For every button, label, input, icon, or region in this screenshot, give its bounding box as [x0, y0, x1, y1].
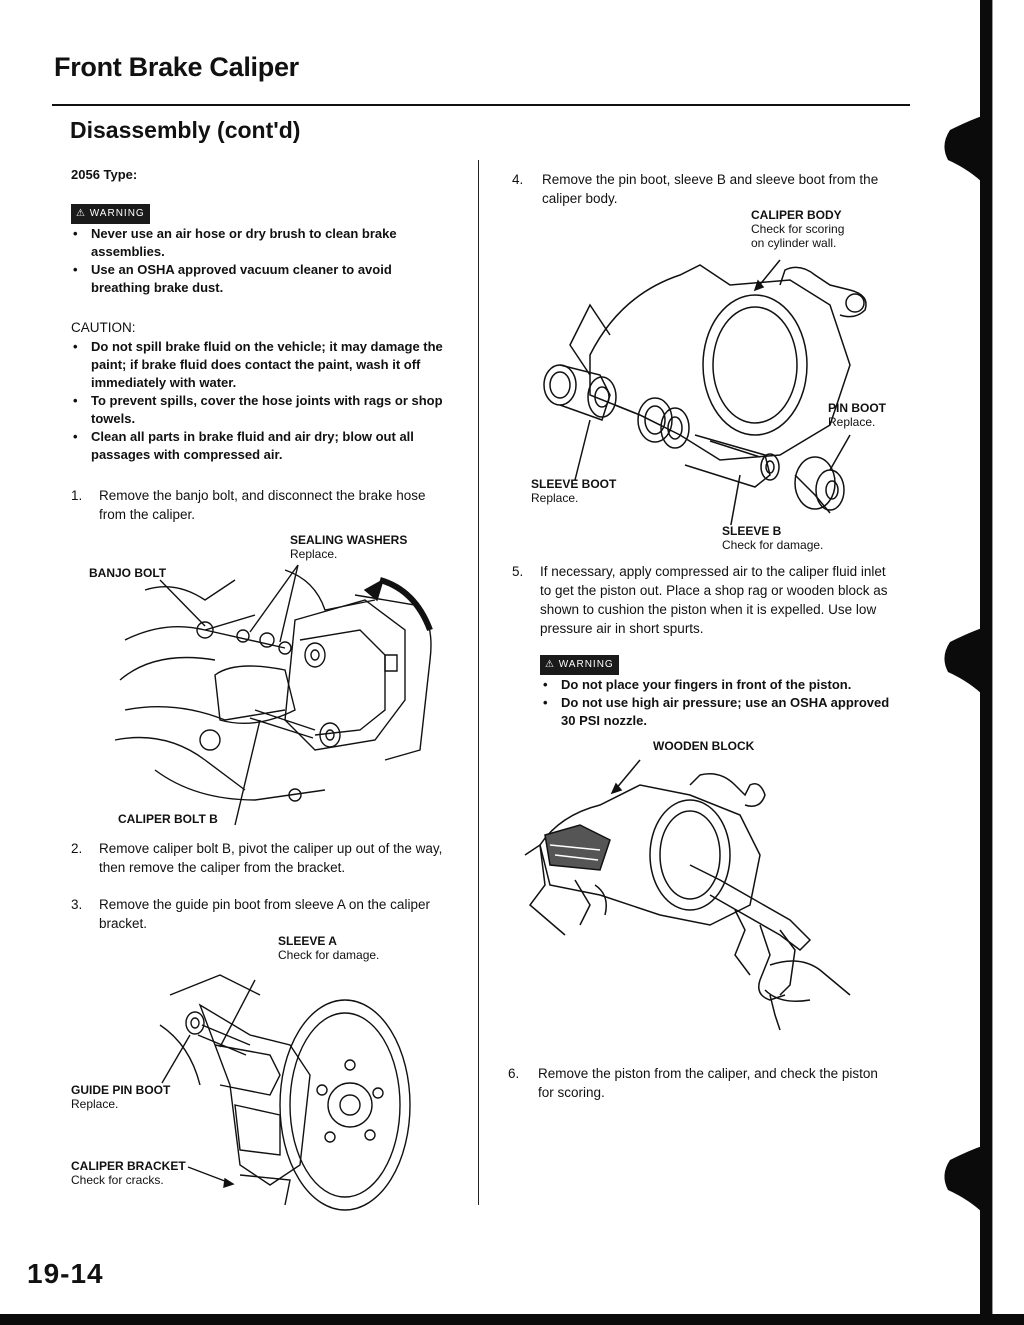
label-caliper-body: CALIPER BODY Check for scoring on cylind…: [751, 208, 845, 250]
step-text: Remove caliper bolt B, pivot the caliper…: [99, 841, 443, 875]
label-banjo-bolt: BANJO BOLT: [89, 566, 167, 580]
step-text: Remove the piston from the caliper, and …: [538, 1066, 878, 1100]
label-sleeve-b: SLEEVE B Check for damage.: [722, 524, 824, 552]
section-subtitle: Disassembly (cont'd): [70, 117, 301, 143]
caution-label: CAUTION:: [71, 320, 136, 335]
step-1: 1. Remove the banjo bolt, and disconnect…: [71, 486, 453, 524]
step-text: Remove the banjo bolt, and disconnect th…: [99, 488, 426, 522]
guide-pin-boot-diagram: [140, 965, 420, 1215]
warning-badge: ⚠ WARNING: [71, 204, 150, 224]
bottom-edge-bar: [0, 1314, 1024, 1325]
caution-item: Do not spill brake fluid on the vehicle;…: [70, 338, 452, 392]
binder-edge-bar: [980, 0, 992, 1325]
binder-tab-2: [944, 627, 985, 697]
label-sealing-washers: SEALING WASHERS Replace.: [290, 533, 408, 561]
caution-list: Do not spill brake fluid on the vehicle;…: [70, 338, 452, 464]
warning-item: Do not use high air pressure; use an OSH…: [540, 694, 896, 730]
binder-tab-3: [944, 1145, 985, 1215]
step-number: 6.: [508, 1066, 520, 1081]
label-caliper-bracket: CALIPER BRACKET Check for cracks.: [71, 1159, 186, 1187]
step-number: 3.: [71, 897, 83, 912]
piston-removal-diagram: [520, 755, 860, 1040]
label-pin-boot: PIN BOOT Replace.: [828, 401, 887, 429]
step-text: Remove the pin boot, sleeve B and sleeve…: [542, 172, 879, 206]
binder-tab-1: [944, 115, 985, 185]
step-2: 2. Remove caliper bolt B, pivot the cali…: [71, 839, 453, 877]
step-number: 5.: [512, 564, 524, 579]
warning-badge: ⚠ WARNING: [540, 655, 619, 675]
caution-item: Clean all parts in brake fluid and air d…: [70, 428, 452, 464]
step-text: If necessary, apply compressed air to th…: [540, 564, 888, 636]
step-text: Remove the guide pin boot from sleeve A …: [99, 897, 430, 931]
caution-item: To prevent spills, cover the hose joints…: [70, 392, 452, 428]
label-sleeve-a: SLEEVE A Check for damage.: [278, 934, 380, 962]
column-divider: [478, 160, 479, 1205]
label-caliper-bolt-b: CALIPER BOLT B: [118, 812, 218, 826]
label-guide-pin-boot: GUIDE PIN BOOT Replace.: [71, 1083, 171, 1111]
step-number: 4.: [512, 172, 524, 187]
label-wooden-block: WOODEN BLOCK: [653, 739, 755, 753]
type-label: 2056 Type:: [71, 167, 138, 182]
step-number: 2.: [71, 841, 83, 856]
warning-item: Use an OSHA approved vacuum cleaner to a…: [70, 261, 452, 297]
step-number: 1.: [71, 488, 83, 503]
page-number: 19-14: [27, 1258, 104, 1289]
binder-edge-line: [992, 0, 993, 1325]
step-3: 3. Remove the guide pin boot from sleeve…: [71, 895, 453, 933]
caliper-body-diagram: [530, 245, 880, 525]
warning-list: Never use an air hose or dry brush to cl…: [70, 225, 452, 297]
warning-item: Never use an air hose or dry brush to cl…: [70, 225, 452, 261]
page-title: Front Brake Caliper: [54, 52, 299, 82]
warning-list: Do not place your fingers in front of th…: [540, 676, 896, 730]
banjo-bolt-diagram: [85, 560, 455, 830]
warning-item: Do not place your fingers in front of th…: [540, 676, 896, 694]
label-sleeve-boot: SLEEVE BOOT Replace.: [531, 477, 617, 505]
step-6: 6. Remove the piston from the caliper, a…: [508, 1064, 894, 1102]
step-4: 4. Remove the pin boot, sleeve B and sle…: [512, 170, 894, 208]
title-rule: [52, 104, 910, 106]
step-5: 5. If necessary, apply compressed air to…: [512, 562, 894, 638]
